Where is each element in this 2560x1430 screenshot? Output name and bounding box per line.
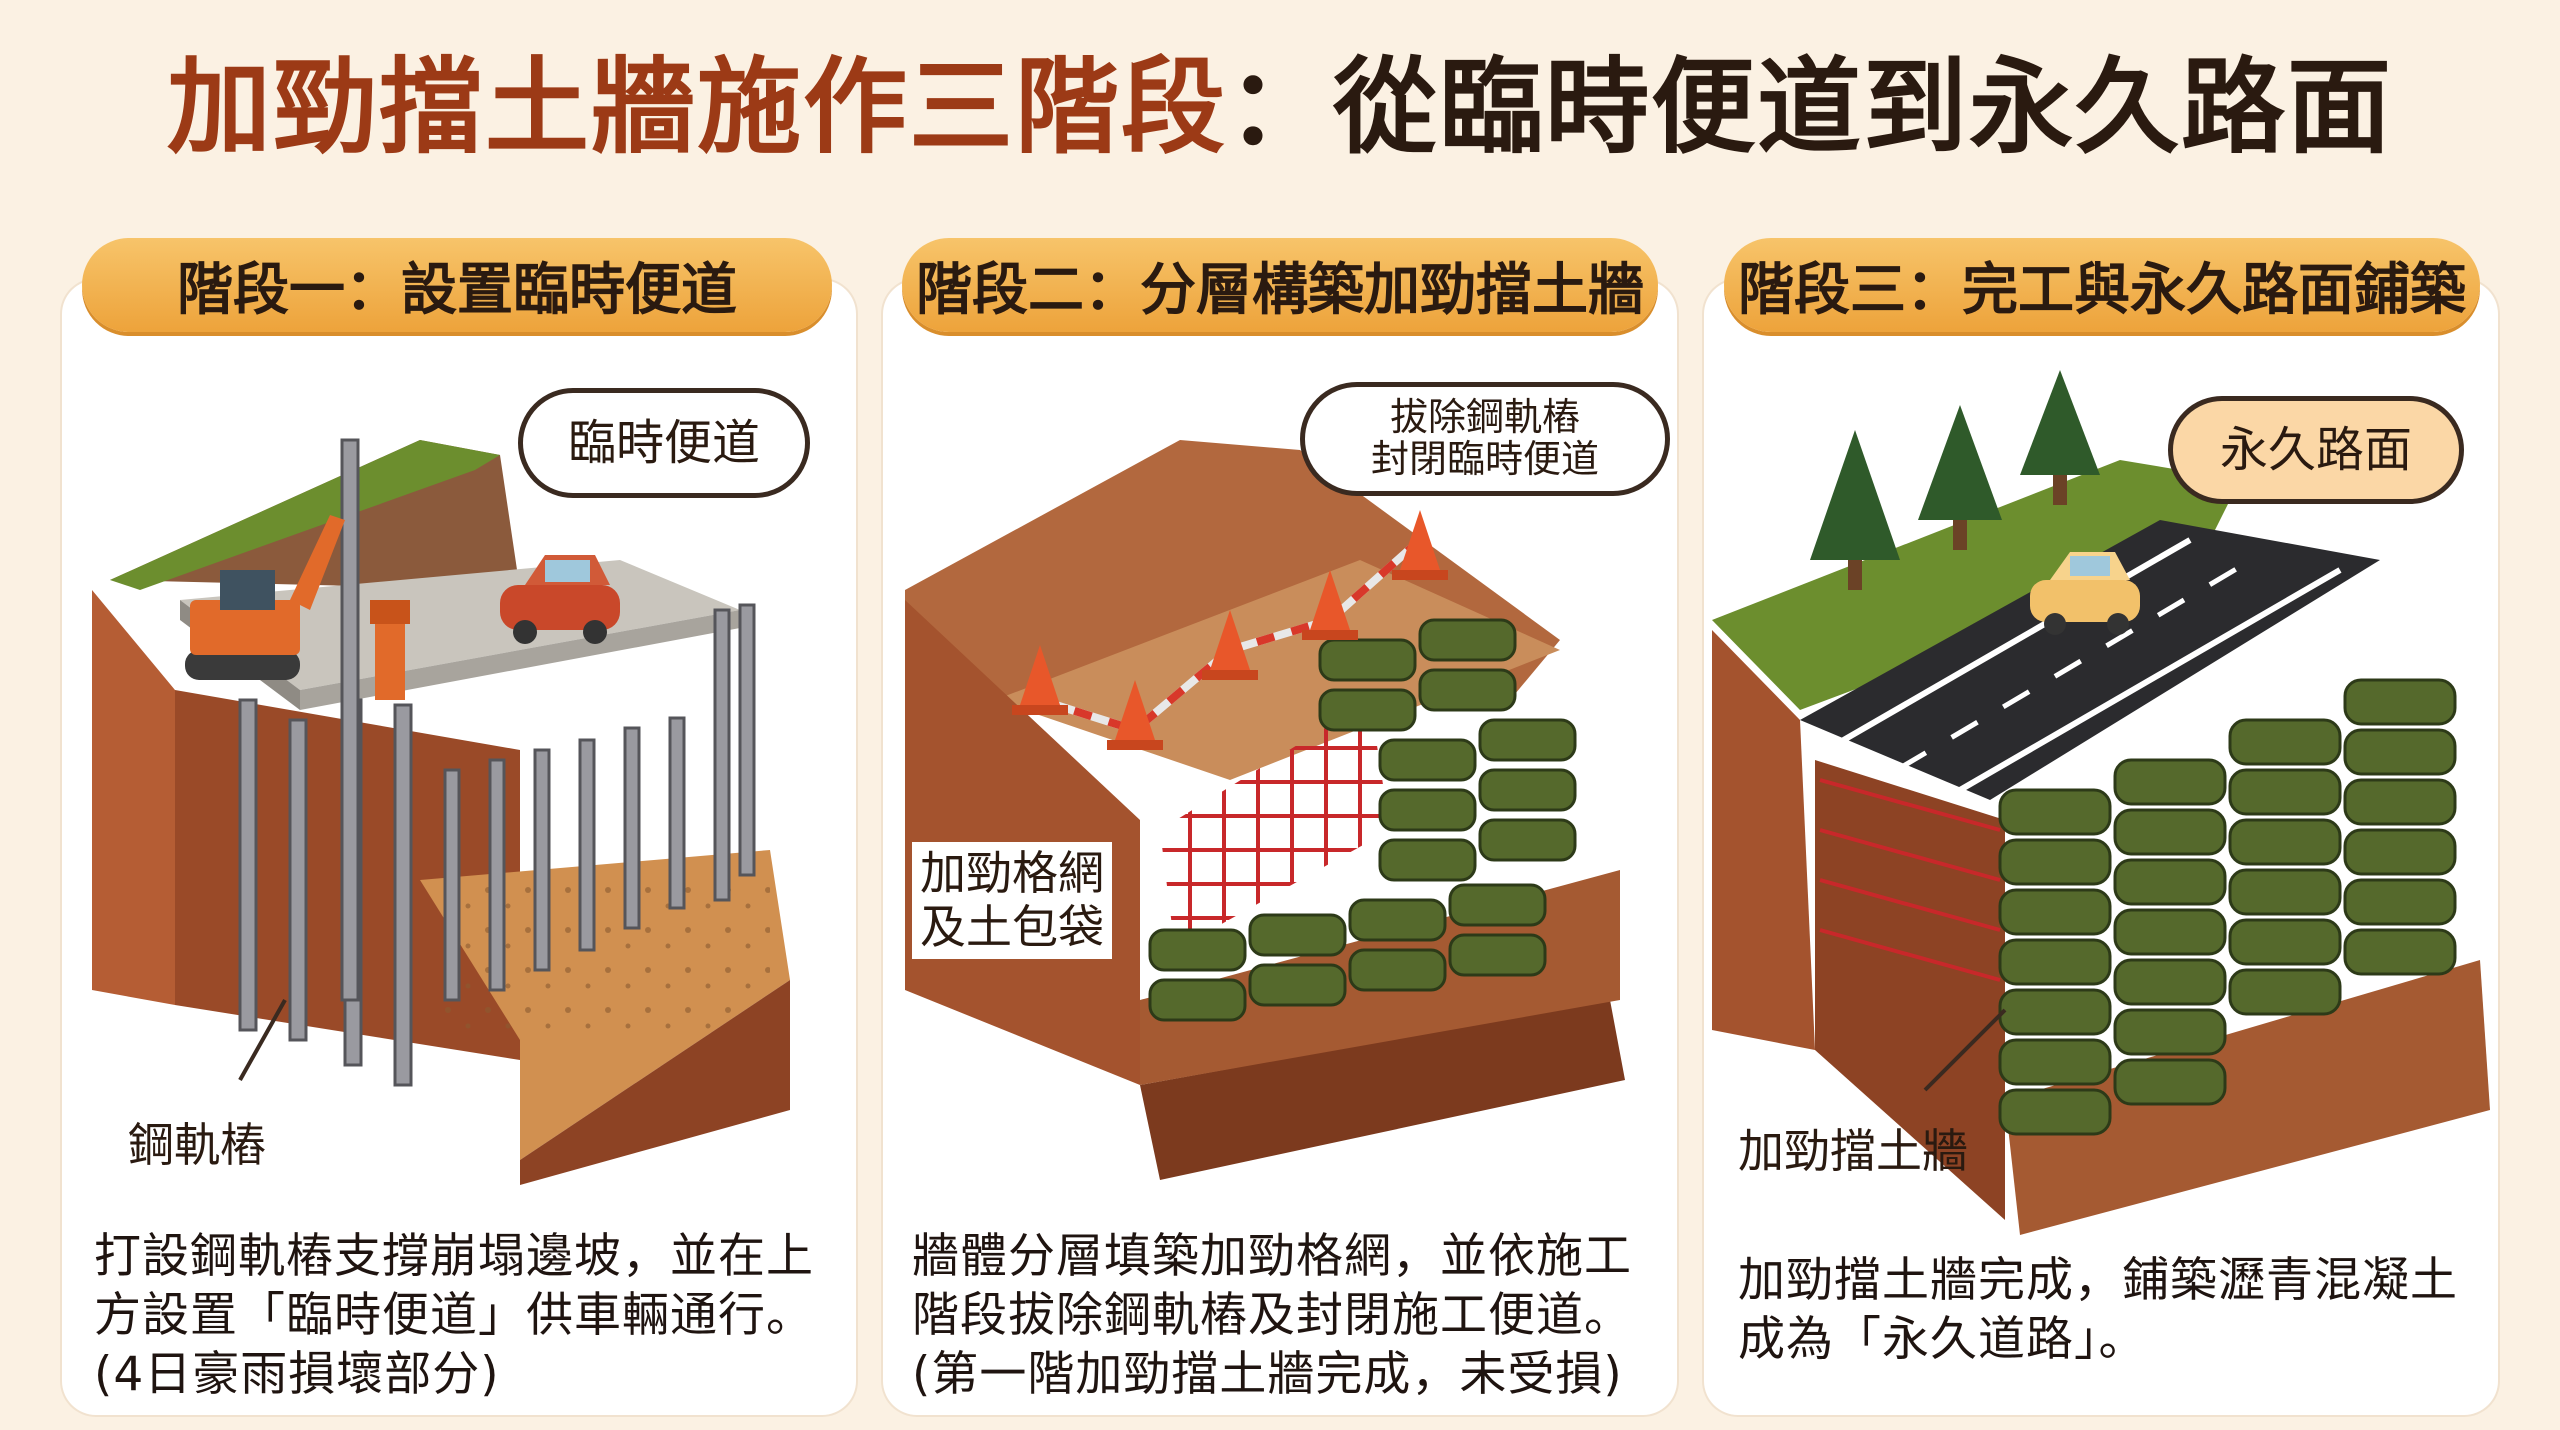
stage-2-desc-line-3: (第一階加勁擋土牆完成，未受損) [912, 1346, 1623, 1402]
stage-1-desc-line-2: 方設置「臨時便道」供車輛通行。 [94, 1287, 814, 1343]
retaining-wall-label: 加勁擋土牆 [1738, 1124, 1968, 1178]
car-illustration [2030, 552, 2140, 635]
excavator-illustration [185, 515, 410, 700]
stage-2-desc-line-1: 牆體分層填築加勁格網，並依施工 [912, 1229, 1632, 1284]
grid-sandbag-label: 加勁格網 及土包袋 [912, 842, 1112, 959]
stage-3-heading: 階段三：完工與永久路面鋪築 [1724, 238, 2480, 332]
grid-sandbag-label-line-1: 加勁格網 [920, 846, 1104, 900]
title-main: 加勁擋土牆施作三階段 [166, 46, 1227, 168]
permanent-road-callout: 永久路面 [2168, 396, 2464, 504]
stage-1-description: 打設鋼軌樁支撐崩塌邊坡，並在上 方設置「臨時便道」供車輛通行。 (4日豪雨損壞部… [94, 1228, 814, 1404]
sandbag-wall [1998, 678, 2457, 1136]
remove-piles-callout-line-2: 封閉臨時便道 [1370, 437, 1599, 481]
sandbag-stack [1148, 618, 1577, 1022]
steel-rail-pile-label: 鋼軌樁 [128, 1118, 266, 1172]
stage-1-illustration [92, 438, 790, 1185]
permanent-road [1800, 520, 2380, 800]
reinforcement-grid [1160, 700, 1390, 950]
traffic-cones [1012, 510, 1448, 750]
stage-3-desc-line-2: 成為「永久道路」。 [1738, 1311, 2147, 1367]
stage-3-desc-line-1: 加勁擋土牆完成，鋪築瀝青混凝土 [1738, 1253, 2458, 1308]
reinforcement-grid [1819, 778, 2001, 982]
slope-left-face [92, 590, 175, 1005]
stage-1-desc-line-3: (4日豪雨損壞部分) [94, 1346, 500, 1402]
stage-2-desc-line-2: 階段拔除鋼軌樁及封閉施工便道。 [912, 1287, 1632, 1343]
stage-3-illustration [1712, 370, 2490, 1235]
temporary-road-callout: 臨時便道 [518, 388, 810, 498]
remove-piles-callout: 拔除鋼軌樁 封閉臨時便道 [1300, 382, 1670, 496]
steel-rail-piles [238, 438, 756, 1087]
stage-3-description: 加勁擋土牆完成，鋪築瀝青混凝土 成為「永久道路」。 [1738, 1252, 2458, 1370]
car-illustration [500, 555, 620, 644]
stage-2-description: 牆體分層填築加勁格網，並依施工 階段拔除鋼軌樁及封閉施工便道。 (第一階加勁擋土… [912, 1228, 1632, 1404]
remove-piles-callout-line-1: 拔除鋼軌樁 [1389, 395, 1580, 440]
stage-1-desc-line-1: 打設鋼軌樁支撐崩塌邊坡，並在上 [94, 1229, 814, 1284]
grid-sandbag-label-line-2: 及土包袋 [920, 900, 1104, 955]
page-title: 加勁擋土牆施作三階段：從臨時便道到永久路面 [0, 46, 2560, 168]
stage-2-illustration [905, 440, 1625, 1180]
title-sub: ：從臨時便道到永久路面 [1227, 46, 2394, 168]
stage-1-heading: 階段一：設置臨時便道 [82, 238, 832, 332]
tree-icons [1810, 370, 2100, 590]
stage-2-heading: 階段二：分層構築加勁擋土牆 [902, 238, 1658, 332]
